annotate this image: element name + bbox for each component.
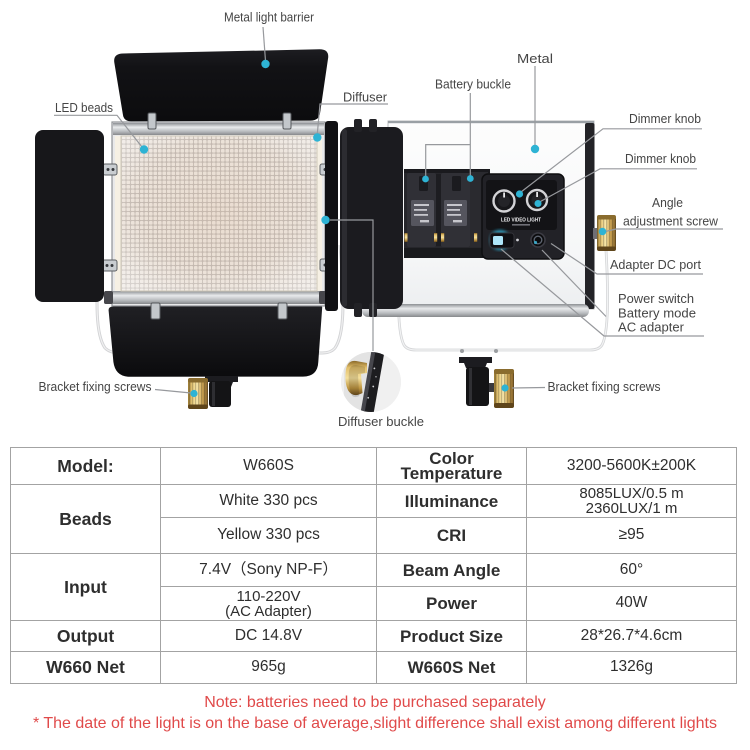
svg-text:LED VIDEO LIGHT: LED VIDEO LIGHT [501,218,541,224]
svg-text:Diffuser buckle: Diffuser buckle [338,415,424,429]
svg-text:Battery buckle: Battery buckle [435,78,511,92]
svg-text:Angle: Angle [652,196,683,210]
svg-text:Diffuser: Diffuser [343,91,387,105]
svg-text:Metal light barrier: Metal light barrier [224,11,314,25]
svg-text:AC adapter: AC adapter [618,321,684,335]
svg-text:Bracket fixing screws: Bracket fixing screws [39,380,152,394]
svg-text:LED beads: LED beads [55,101,113,115]
svg-text:Dimmer knob: Dimmer knob [625,152,696,166]
svg-text:adjustment screw: adjustment screw [623,215,719,229]
svg-text:Adapter DC port: Adapter DC port [610,258,702,272]
svg-text:Bracket fixing screws: Bracket fixing screws [548,380,661,394]
svg-text:Dimmer knob: Dimmer knob [629,112,701,126]
svg-text:Power switch: Power switch [618,292,694,306]
svg-text:Metal: Metal [517,52,553,66]
svg-text:Battery mode: Battery mode [618,307,696,321]
